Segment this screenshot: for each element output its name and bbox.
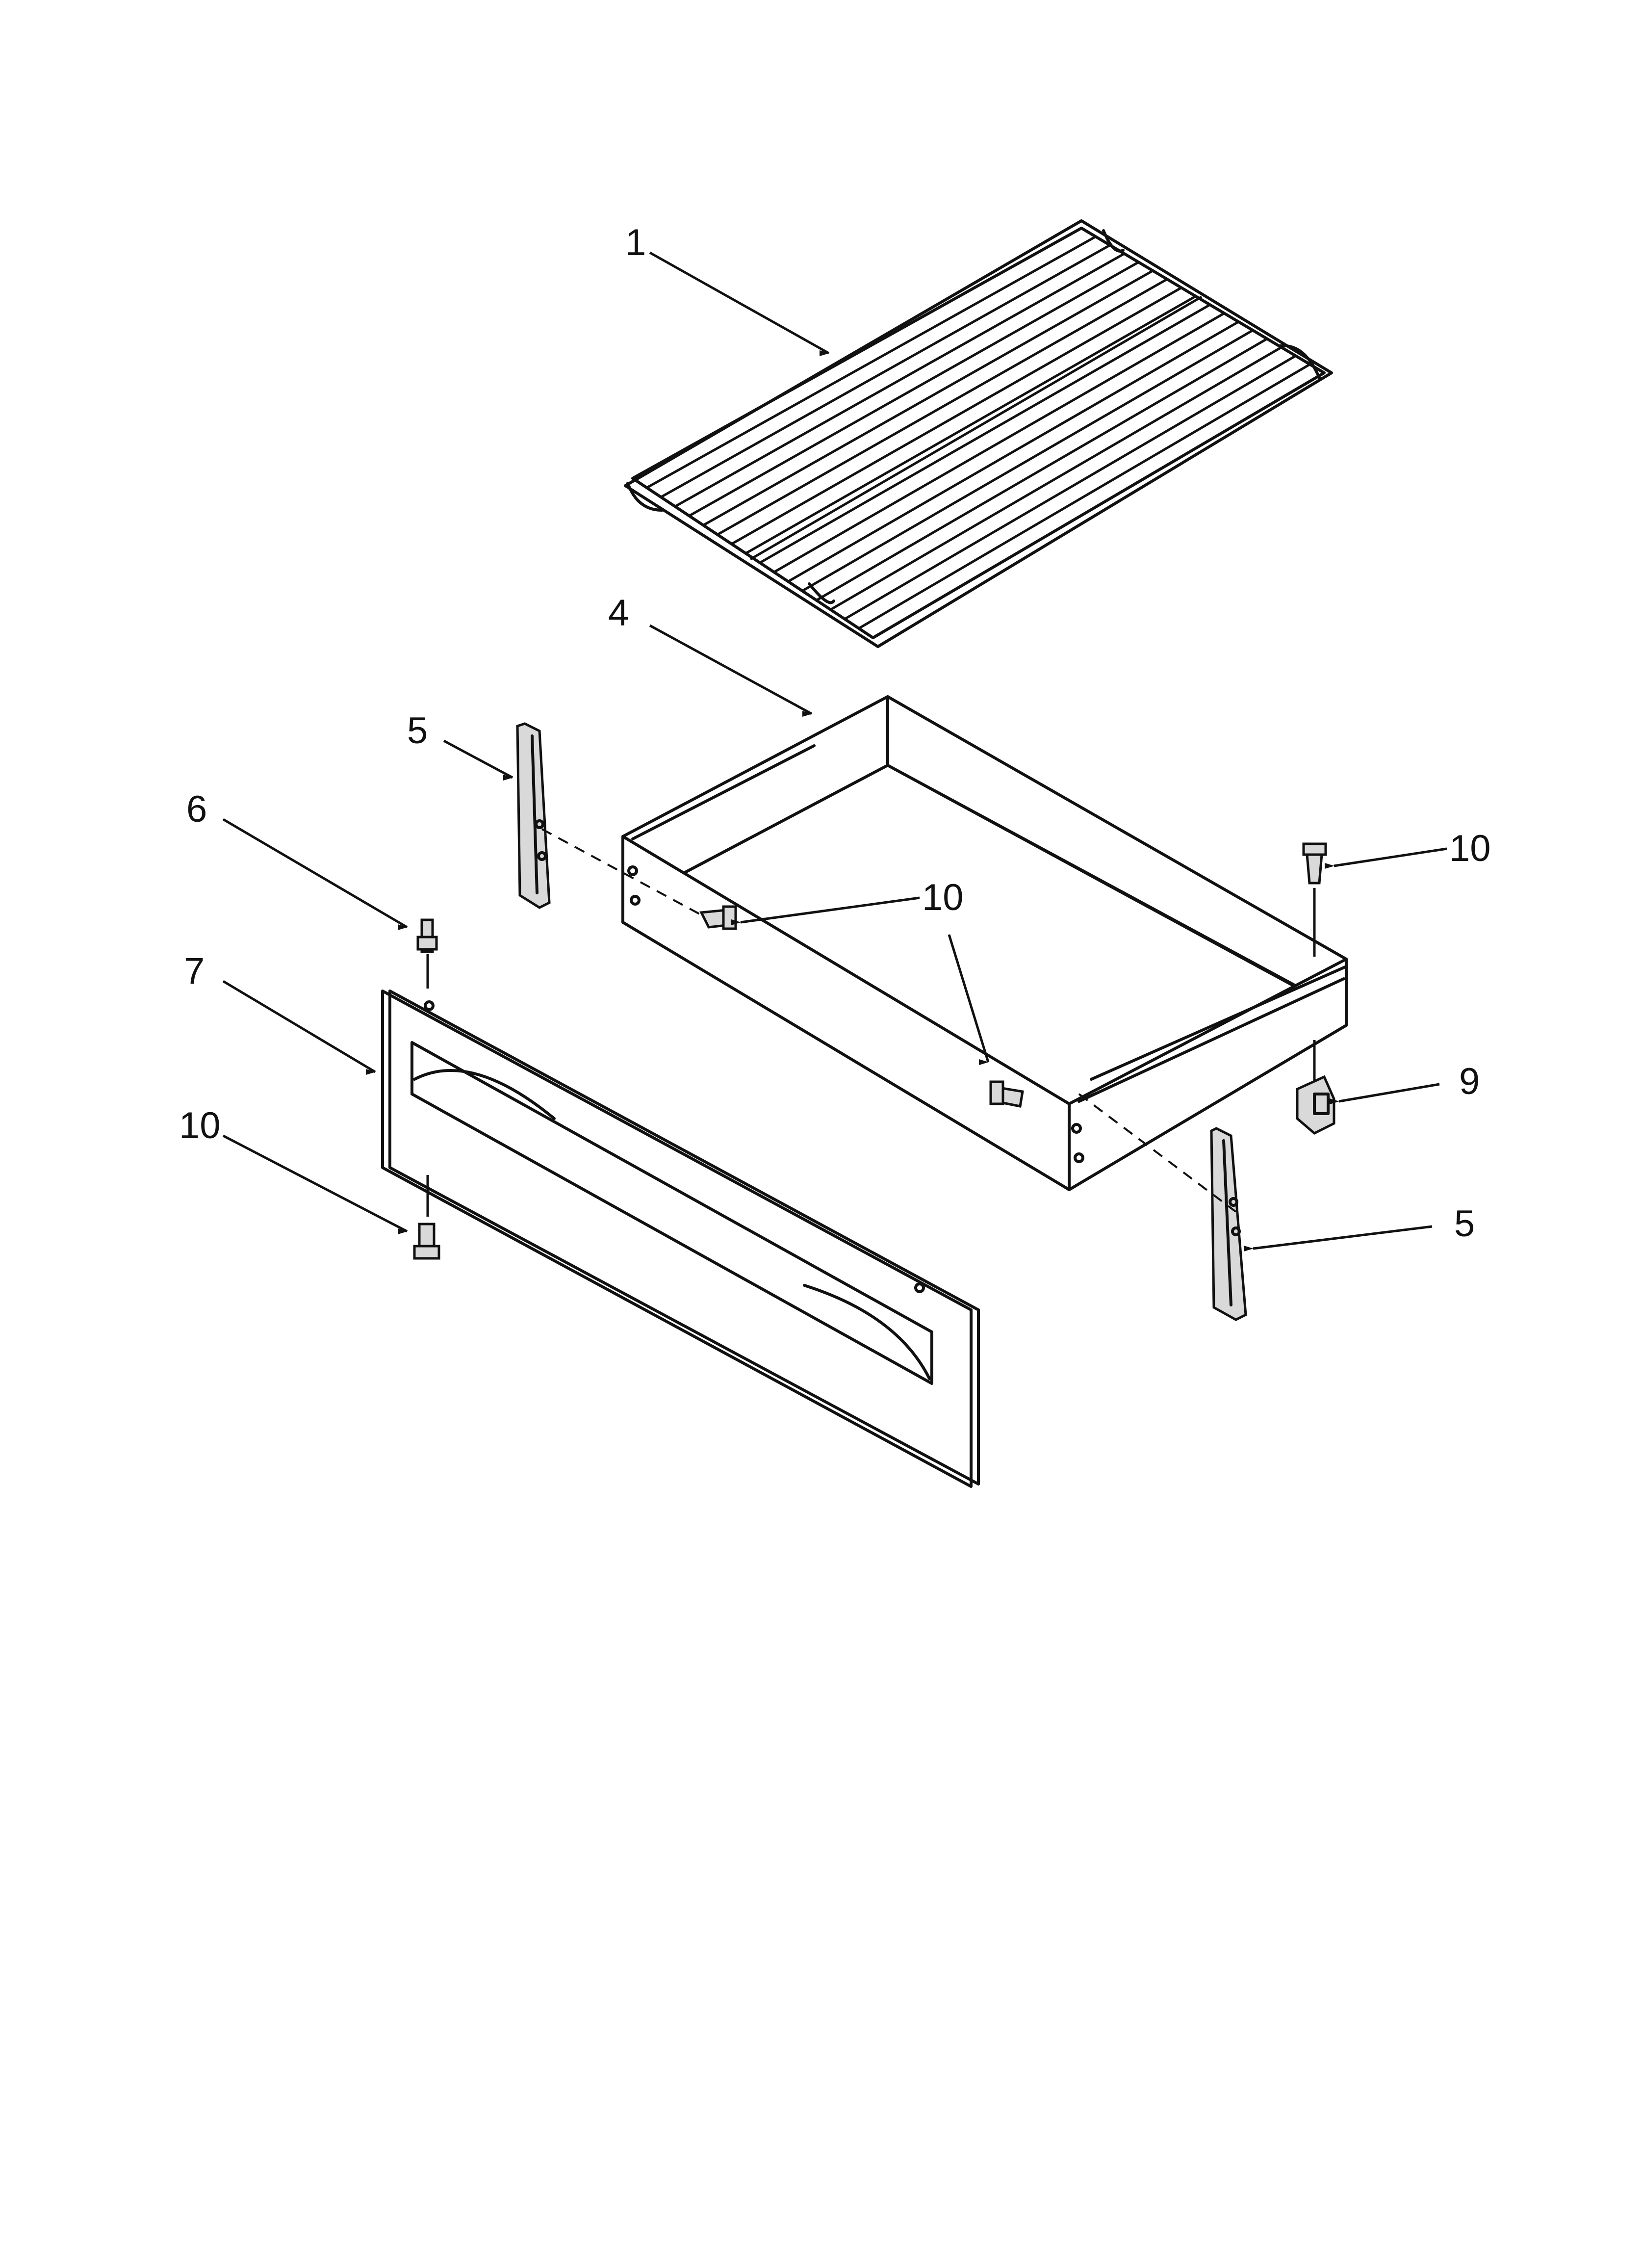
callout-drawer: 4 [608, 592, 629, 634]
rack-wire [674, 252, 1125, 508]
rack-wire [702, 269, 1154, 526]
rack-wire [731, 287, 1182, 545]
rack-wire [787, 320, 1239, 583]
callout-screw-drawer-left: 10 [922, 877, 964, 918]
assembly-line-left [541, 828, 702, 916]
rack-wire [773, 312, 1225, 574]
rack-wire [816, 338, 1268, 601]
oven-rack [624, 219, 1333, 648]
screw-drawer-right [989, 1080, 1024, 1108]
leader-drawer-front [222, 980, 376, 1075]
leader-screw-drawer-left [731, 896, 920, 925]
callout-slide-left: 5 [407, 710, 428, 752]
callout-rack: 1 [625, 222, 646, 263]
assembly-line-right [1078, 1093, 1237, 1213]
leader-screw-front [222, 1134, 408, 1234]
rack-center-bar [749, 295, 1203, 561]
callout-screw-front: 10 [179, 1105, 221, 1147]
drawer-pan [621, 695, 1348, 1191]
leader-slide-right [1244, 1225, 1433, 1251]
callout-clip: 9 [1459, 1061, 1480, 1102]
leader-guide-pin [222, 818, 408, 930]
leader-slide-left [443, 739, 513, 781]
screw-front [413, 1175, 440, 1260]
rack-wire [717, 278, 1168, 536]
rack-wire [844, 355, 1297, 620]
leader-rack [649, 251, 830, 356]
rack-wire [801, 329, 1254, 592]
callout-drawer-front: 7 [184, 950, 205, 992]
rack-wire [689, 261, 1139, 517]
drawer-slide-left [516, 722, 551, 909]
guide-pin [416, 918, 438, 989]
rack-wire [646, 235, 1097, 489]
drawer-front-panel [381, 990, 980, 1488]
callout-slide-right: 5 [1454, 1203, 1475, 1245]
leader-drawer [649, 624, 813, 717]
screw-top-right [1302, 842, 1327, 957]
leader-screw-drawer-right [948, 934, 990, 1065]
rack-wire [660, 244, 1111, 498]
drawer-clip [1296, 1040, 1335, 1135]
leader-clip [1330, 1083, 1440, 1104]
drawer-slide-right [1210, 1127, 1247, 1321]
leader-screw-top-right [1325, 847, 1447, 869]
rack-wire [830, 346, 1282, 611]
rack-wires [646, 235, 1311, 630]
callout-guide-pin: 6 [186, 788, 207, 830]
rack-wire [858, 363, 1311, 630]
rack-wire [759, 304, 1211, 564]
rack-wire [745, 295, 1197, 555]
callout-screw-top-right: 10 [1449, 828, 1491, 869]
